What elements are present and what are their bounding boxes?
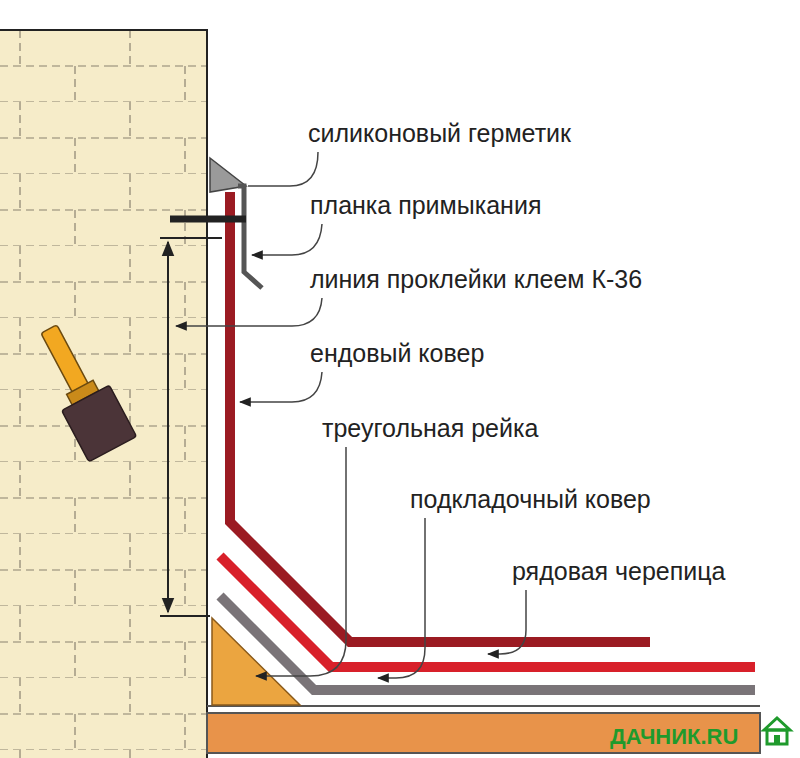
flashing-strip [238, 186, 262, 288]
leader-line [248, 152, 318, 186]
watermark: ДАЧНИК.RU [610, 722, 738, 752]
part-label: планка примыкания [310, 190, 541, 220]
part-label: ендовый ковер [310, 338, 484, 368]
leader-line [252, 224, 322, 255]
part-label: линия проклейки клеем К-36 [310, 264, 642, 294]
dimension-tick [160, 615, 210, 617]
fastener [170, 216, 246, 223]
shingle-layer [220, 556, 755, 667]
brush-icon [25, 316, 137, 461]
leader-line [240, 372, 322, 402]
part-label: силиконовый герметик [308, 118, 571, 148]
leader-line [378, 518, 425, 678]
dimension-tick [160, 237, 222, 239]
roof-deck [207, 713, 760, 753]
dimension-line [167, 242, 169, 612]
leader-line [176, 298, 322, 326]
part-label: рядовая черепица [512, 556, 726, 586]
wall-bricks [0, 31, 206, 758]
leader-line [256, 447, 346, 676]
part-label: треугольная рейка [322, 413, 538, 443]
leader-line [488, 590, 526, 654]
wall [0, 30, 207, 758]
part-label: подкладочный ковер [410, 484, 651, 514]
watermark-house-icon [764, 718, 790, 744]
